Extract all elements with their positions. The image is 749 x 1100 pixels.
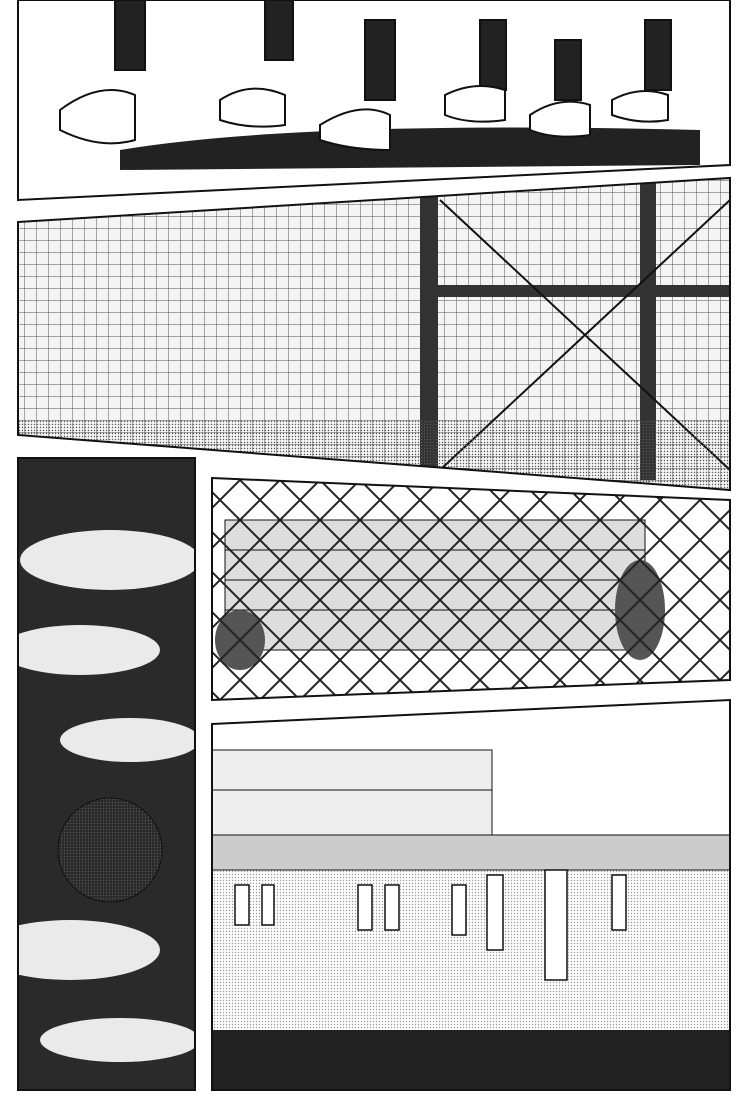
players [234,869,627,981]
panel-batting-cage [18,178,730,490]
panel-border [17,176,731,492]
panel-baseball-field [212,700,730,1090]
panel-night-sky [18,458,195,1090]
panel-border [211,476,731,702]
clouds [18,530,195,1062]
shadow [120,127,700,170]
panel-border [211,698,731,1091]
panel-running-feet [18,0,730,200]
panel-border [17,0,731,202]
panel-school-fence [212,478,730,700]
panel-border [17,457,196,1091]
cleats [59,0,672,152]
moon-icon [57,797,163,903]
